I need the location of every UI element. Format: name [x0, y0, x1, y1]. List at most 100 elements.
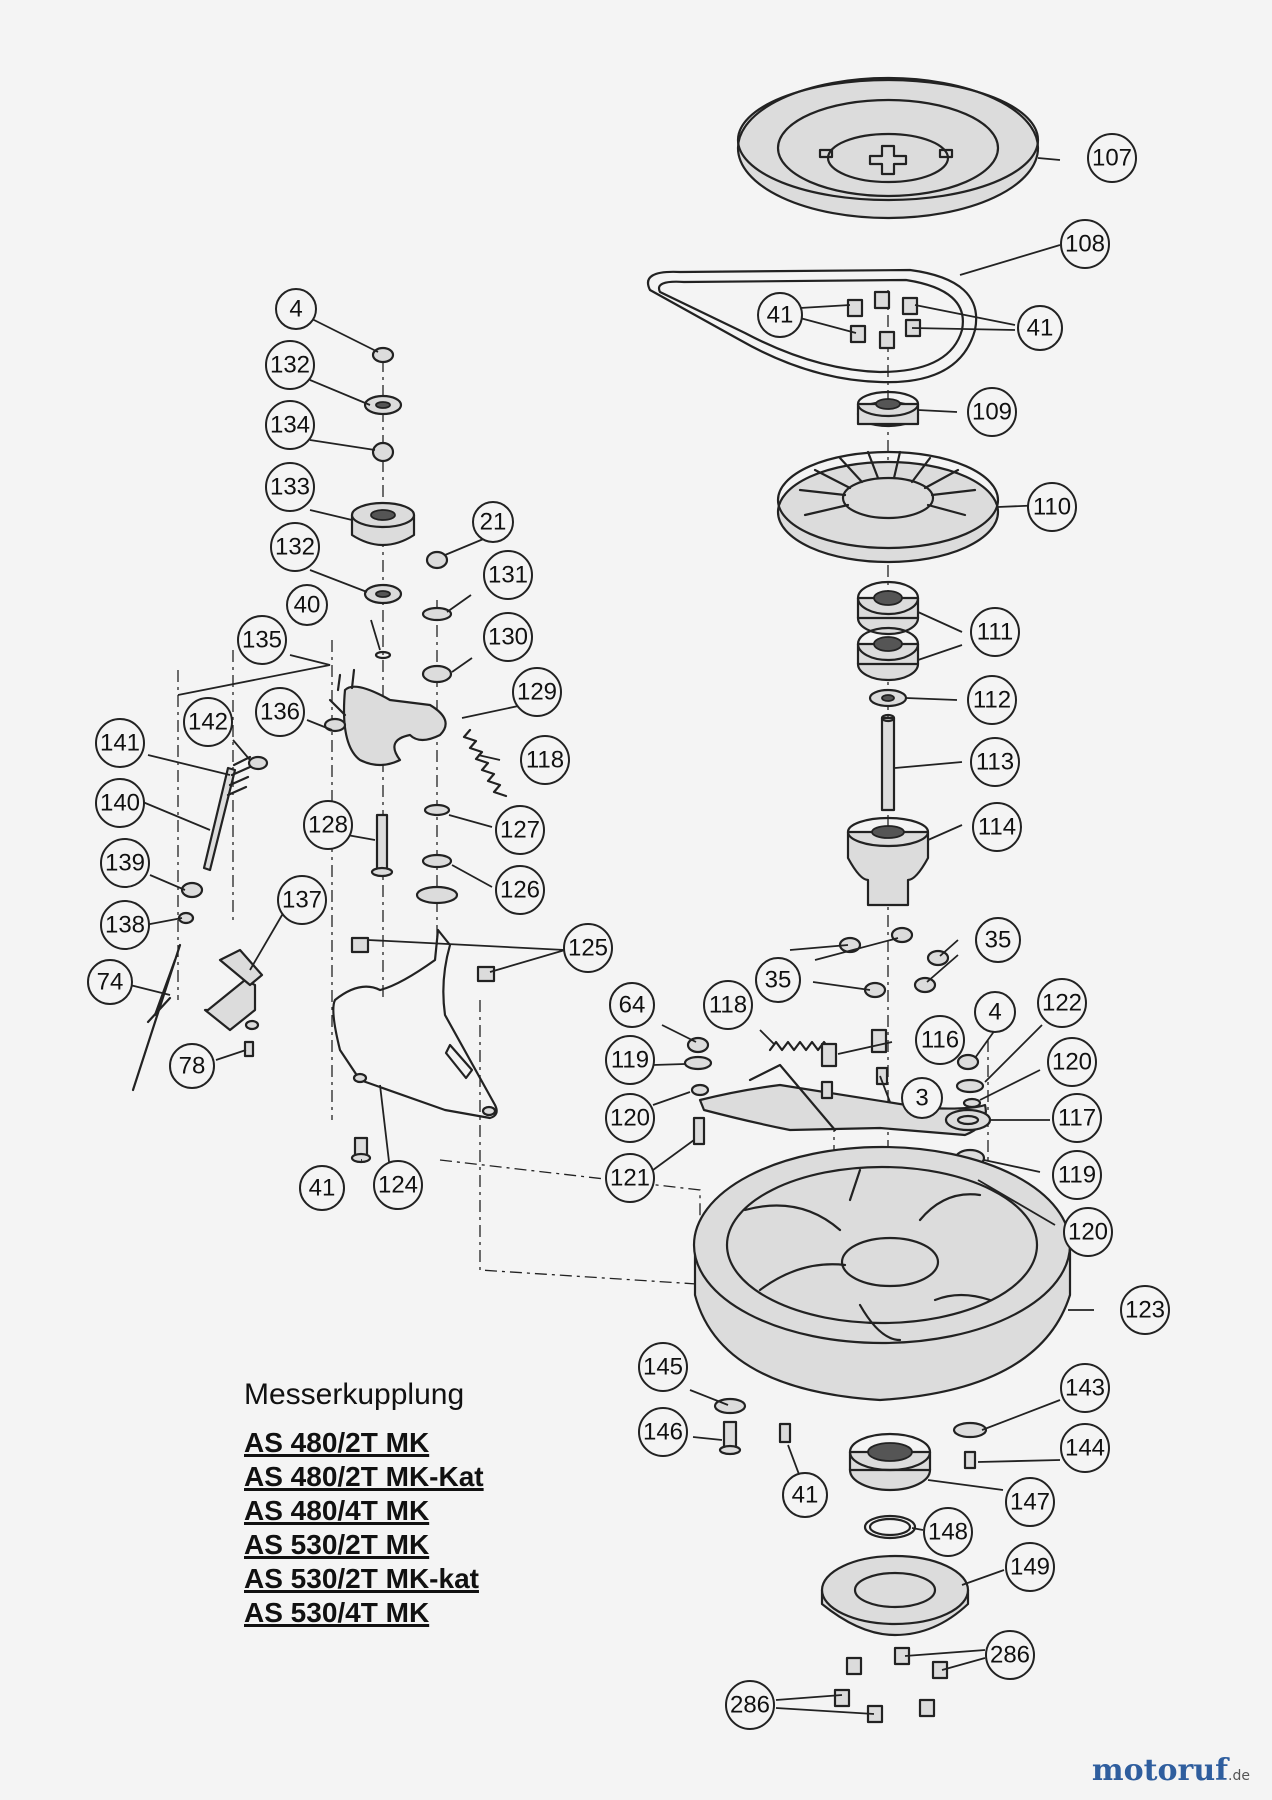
- svg-text:142: 142: [188, 709, 228, 736]
- pin-128: [370, 813, 394, 878]
- callout-21: 21: [472, 501, 514, 543]
- left-pulley-stack: [350, 346, 453, 684]
- callout-64: 64: [609, 982, 655, 1028]
- callout-118: 118: [520, 735, 570, 785]
- callout-149: 149: [1005, 1542, 1055, 1592]
- svg-text:118: 118: [709, 992, 747, 1019]
- svg-text:108: 108: [1065, 231, 1105, 258]
- svg-text:116: 116: [921, 1027, 959, 1054]
- svg-text:137: 137: [282, 887, 322, 914]
- callout-286: 286: [725, 1680, 775, 1730]
- bearings-111: [856, 580, 920, 682]
- model-label: AS 480/2T MK: [244, 1427, 430, 1458]
- svg-text:130: 130: [488, 624, 528, 651]
- callout-74: 74: [87, 959, 133, 1005]
- callout-127: 127: [495, 805, 545, 855]
- svg-text:286: 286: [990, 1642, 1030, 1669]
- washers-127-126: [415, 803, 459, 905]
- clutch-hub-114: [846, 816, 930, 907]
- model-list: AS 480/2T MK AS 480/2T MK-Kat AS 480/4T …: [244, 1426, 484, 1630]
- spring-118-left: [462, 728, 508, 798]
- callout-123: 123: [1120, 1285, 1170, 1335]
- svg-text:107: 107: [1092, 145, 1132, 172]
- washer-112: [868, 688, 908, 708]
- svg-text:110: 110: [1033, 494, 1071, 521]
- svg-text:123: 123: [1125, 1297, 1165, 1324]
- pulley-107: [736, 76, 1040, 220]
- leader-lines: [129, 157, 1094, 1715]
- svg-text:121: 121: [610, 1165, 650, 1192]
- model-label: AS 480/4T MK: [244, 1495, 430, 1526]
- plate-124: [332, 928, 498, 1120]
- clutch-lever-117: [698, 1063, 992, 1137]
- callout-148: 148: [923, 1507, 973, 1557]
- callout-108: 108: [1060, 219, 1110, 269]
- callout-41: 41: [1017, 305, 1063, 351]
- brand-logo: motoruf.de: [1092, 1753, 1250, 1788]
- svg-text:139: 139: [105, 850, 145, 877]
- callout-129: 129: [512, 667, 562, 717]
- callout-141: 141: [95, 718, 145, 768]
- callout-131: 131: [483, 550, 533, 600]
- callout-112: 112: [967, 675, 1017, 725]
- svg-text:133: 133: [270, 474, 310, 501]
- svg-text:21: 21: [480, 509, 507, 536]
- svg-text:118: 118: [526, 747, 564, 774]
- svg-text:147: 147: [1010, 1489, 1050, 1516]
- tension-arm: [323, 668, 447, 767]
- svg-text:141: 141: [100, 730, 140, 757]
- callout-137: 137: [277, 875, 327, 925]
- callout-146: 146: [638, 1407, 688, 1457]
- callout-3: 3: [901, 1077, 943, 1119]
- svg-text:136: 136: [260, 699, 300, 726]
- svg-text:132: 132: [270, 352, 310, 379]
- callout-117: 117: [1052, 1093, 1102, 1143]
- model-label: AS 530/2T MK: [244, 1529, 430, 1560]
- callout-130: 130: [483, 612, 533, 662]
- svg-text:112: 112: [973, 687, 1011, 714]
- callout-35: 35: [755, 957, 801, 1003]
- section-title: Messerkupplung: [244, 1378, 465, 1411]
- svg-text:114: 114: [978, 814, 1016, 841]
- callout-4: 4: [275, 288, 317, 330]
- svg-text:35: 35: [765, 967, 792, 994]
- callout-286: 286: [985, 1630, 1035, 1680]
- callout-107: 107: [1087, 133, 1137, 183]
- svg-text:286: 286: [730, 1692, 770, 1719]
- svg-text:41: 41: [767, 302, 794, 329]
- callout-119: 119: [1052, 1150, 1102, 1200]
- shaft-113: [880, 713, 896, 812]
- svg-text:78: 78: [179, 1053, 206, 1080]
- svg-text:74: 74: [97, 969, 124, 996]
- callout-114: 114: [972, 802, 1022, 852]
- title-block: Messerkupplung AS 480/2T MK AS 480/2T MK…: [244, 1378, 484, 1630]
- svg-text:113: 113: [976, 749, 1014, 776]
- cable-rod: [131, 755, 269, 1092]
- svg-text:145: 145: [643, 1354, 683, 1381]
- callout-142: 142: [183, 697, 233, 747]
- svg-text:4: 4: [988, 999, 1001, 1026]
- callout-120: 120: [605, 1093, 655, 1143]
- brand-tld: .de: [1228, 1768, 1250, 1784]
- svg-text:40: 40: [294, 592, 321, 619]
- callout-78: 78: [169, 1043, 215, 1089]
- flange-149: [820, 1554, 970, 1637]
- callout-133: 133: [265, 462, 315, 512]
- callout-124: 124: [373, 1160, 423, 1210]
- model-label: AS 530/4T MK: [244, 1597, 430, 1628]
- callout-41: 41: [757, 292, 803, 338]
- bearing-147: [848, 1432, 932, 1492]
- svg-text:120: 120: [1068, 1219, 1108, 1246]
- circlip-148: [863, 1514, 917, 1540]
- svg-text:138: 138: [105, 912, 145, 939]
- bracket-137: [203, 948, 264, 1058]
- callout-4: 4: [974, 991, 1016, 1033]
- callout-113: 113: [970, 737, 1020, 787]
- callout-145: 145: [638, 1342, 688, 1392]
- svg-text:35: 35: [985, 927, 1012, 954]
- callout-35: 35: [975, 917, 1021, 963]
- callout-116: 116: [915, 1015, 965, 1065]
- svg-text:143: 143: [1065, 1375, 1105, 1402]
- svg-text:144: 144: [1065, 1435, 1105, 1462]
- callout-125: 125: [563, 923, 613, 973]
